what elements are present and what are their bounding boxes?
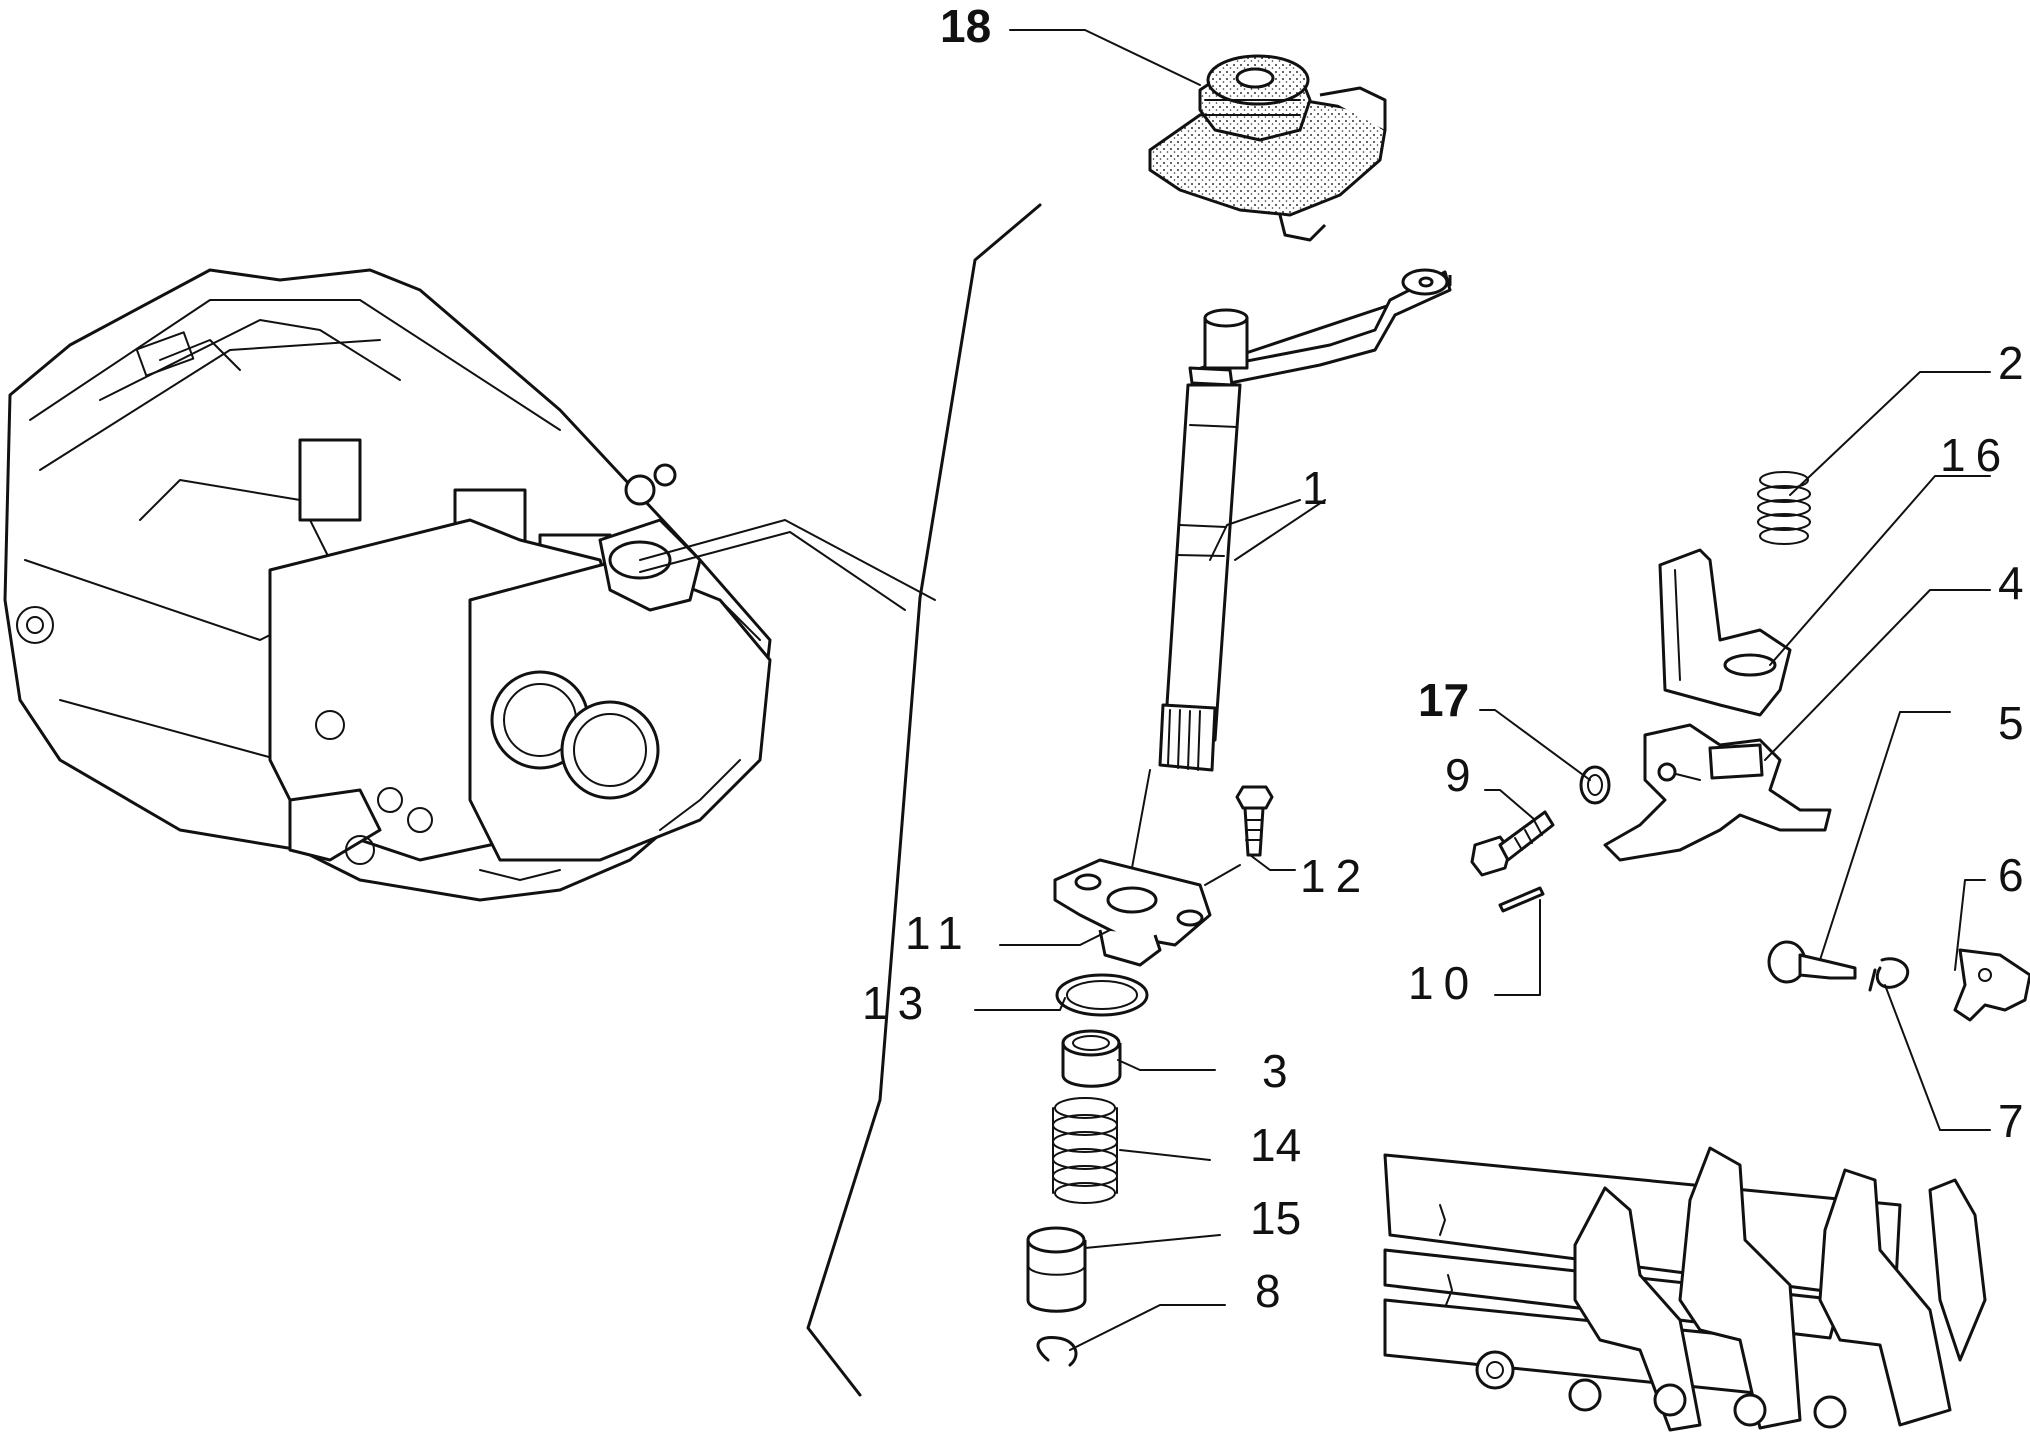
callout-16: 16 — [1940, 429, 2012, 481]
callout-4: 4 — [1998, 557, 2024, 609]
part-18-mount — [1148, 54, 1387, 242]
shift-fork-assembly — [1383, 1146, 1987, 1432]
callout-1: 1 — [1302, 462, 1328, 514]
callout-2: 2 — [1998, 337, 2024, 389]
callout-8: 8 — [1255, 1265, 1281, 1317]
housing-leader — [639, 519, 936, 601]
part-9-bolt — [1470, 810, 1555, 877]
callout-6: 6 — [1998, 849, 2024, 901]
separator-line — [806, 203, 1042, 1397]
callout-17: 17 — [1418, 674, 1470, 726]
callout-10: 10 — [1408, 957, 1480, 1009]
callout-3: 3 — [1262, 1045, 1288, 1097]
part-12-bolt — [1204, 785, 1274, 886]
part-7-clip — [1868, 957, 1909, 992]
part-6-block — [1953, 948, 2030, 1022]
callout-5: 5 — [1998, 697, 2024, 749]
gearbox-housing — [3, 268, 772, 902]
callout-18: 18 — [940, 0, 992, 52]
part-16-bracket — [1658, 548, 1792, 717]
callout-14: 14 — [1250, 1119, 1302, 1171]
callout-15: 15 — [1250, 1192, 1302, 1244]
part-17-washer — [1579, 765, 1611, 805]
callout-7: 7 — [1998, 1095, 2024, 1147]
callout-13: 13 — [862, 977, 934, 1029]
part-2-spring — [1757, 471, 1811, 545]
leader-lines — [974, 29, 1991, 1351]
callout-12: 12 — [1300, 850, 1372, 902]
callout-11: 11 — [905, 907, 973, 959]
part-1-shift-shaft — [1126, 268, 1452, 896]
part-3-cap — [1061, 1029, 1122, 1088]
part-15-sleeve — [1026, 1226, 1087, 1313]
part-4-shift-lever — [1603, 723, 1832, 862]
part-10-pin — [1498, 886, 1545, 913]
part-14-spring — [1052, 1097, 1118, 1204]
callout-9: 9 — [1445, 749, 1471, 801]
part-5-pivot — [1767, 940, 1857, 984]
part-11-flange — [1053, 858, 1212, 967]
part-8-clip — [1036, 1335, 1078, 1367]
